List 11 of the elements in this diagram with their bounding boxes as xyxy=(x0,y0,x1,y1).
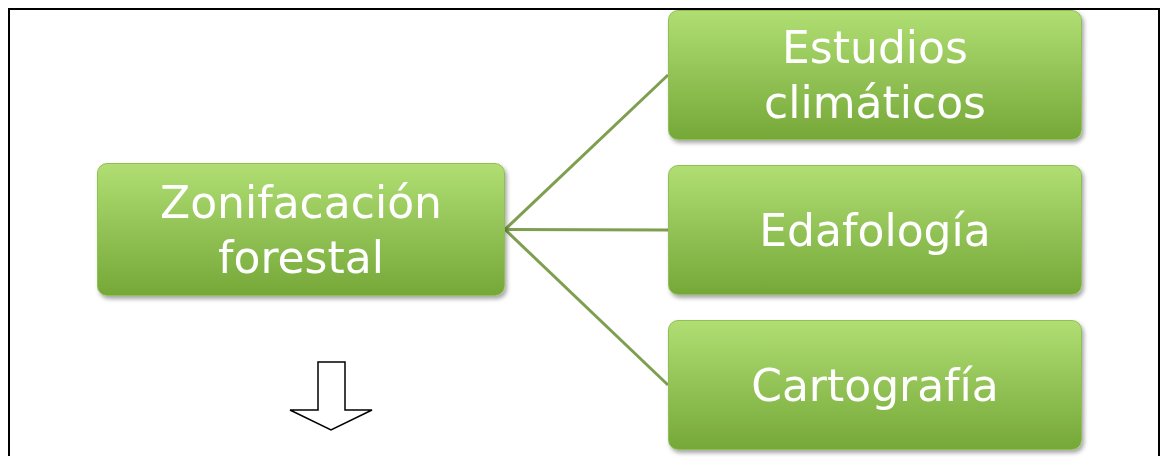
node-label: Cartografía xyxy=(751,358,999,413)
node-label: Zonifacación forestal xyxy=(159,175,443,285)
node-label: Estudios climáticos xyxy=(763,21,987,130)
connector-line xyxy=(503,73,670,231)
connector-line xyxy=(505,228,668,232)
topic-box xyxy=(97,163,505,296)
connector-line xyxy=(503,228,670,387)
topic-box xyxy=(668,320,1082,450)
topic-box xyxy=(668,10,1082,140)
node-label: Edafología xyxy=(759,203,991,258)
topic-box xyxy=(668,165,1082,295)
